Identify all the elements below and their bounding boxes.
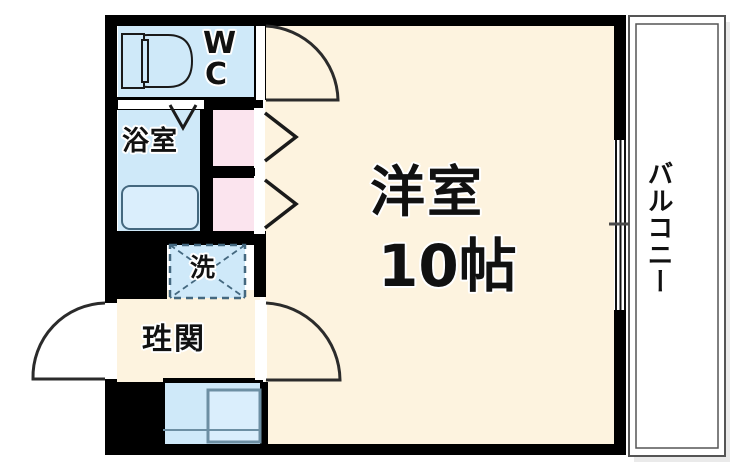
door-openings — [105, 26, 267, 380]
wall-left-of-washer — [105, 231, 167, 299]
closet-lower-opening — [254, 176, 265, 234]
main-room-label-line1: 洋室 — [370, 160, 485, 224]
main-room-floor — [265, 15, 620, 455]
entrance-door-opening — [105, 303, 117, 379]
closet-door-symbols — [263, 111, 299, 230]
entrance-label: 珄関 — [142, 322, 206, 357]
wall-right-of-kitchen — [260, 382, 268, 455]
wall-corridor-right-mid — [254, 231, 266, 297]
washing-machine-pan — [168, 243, 247, 300]
bath-door-opening — [118, 100, 204, 109]
balcony-label: バルコニー — [643, 160, 673, 295]
wc-door-swing — [265, 24, 340, 102]
wall-under-entrance-left — [105, 382, 165, 455]
bathroom-label: 浴室 — [122, 126, 178, 157]
closet-upper-opening — [254, 108, 265, 168]
toilet-label-c: C — [205, 57, 228, 92]
door-swings — [31, 24, 342, 382]
main-room-label-line2: 10帖 — [378, 232, 517, 300]
genkan-room-door-swing — [265, 301, 342, 382]
wall-over-kitchen — [163, 378, 263, 383]
closet-upper-door-symbol — [263, 111, 299, 163]
wall-bottom — [105, 444, 625, 455]
wall-right-lower — [614, 310, 626, 455]
washer-label: 洗 — [190, 253, 216, 282]
closet-lower-fill — [211, 177, 255, 232]
closet-upper-fill — [211, 110, 255, 168]
toilet-fixture — [121, 33, 194, 89]
wall-right-upper — [614, 15, 626, 140]
balcony-outline — [628, 15, 730, 462]
bath-door-symbol — [168, 104, 198, 132]
bathtub-fixture — [121, 185, 199, 230]
kitchen-sink-fixture — [163, 388, 262, 444]
toilet-label-w: W — [203, 26, 237, 61]
wall-top — [105, 15, 625, 26]
wc-door-opening — [256, 26, 265, 100]
wall-closet-divider — [200, 166, 255, 178]
entrance-door-swing — [31, 301, 106, 381]
closet-lower-door-symbol — [263, 178, 299, 230]
entrance-floor — [110, 298, 260, 383]
balcony-sliding-door — [609, 140, 629, 310]
genkan-room-door-opening — [255, 300, 267, 380]
